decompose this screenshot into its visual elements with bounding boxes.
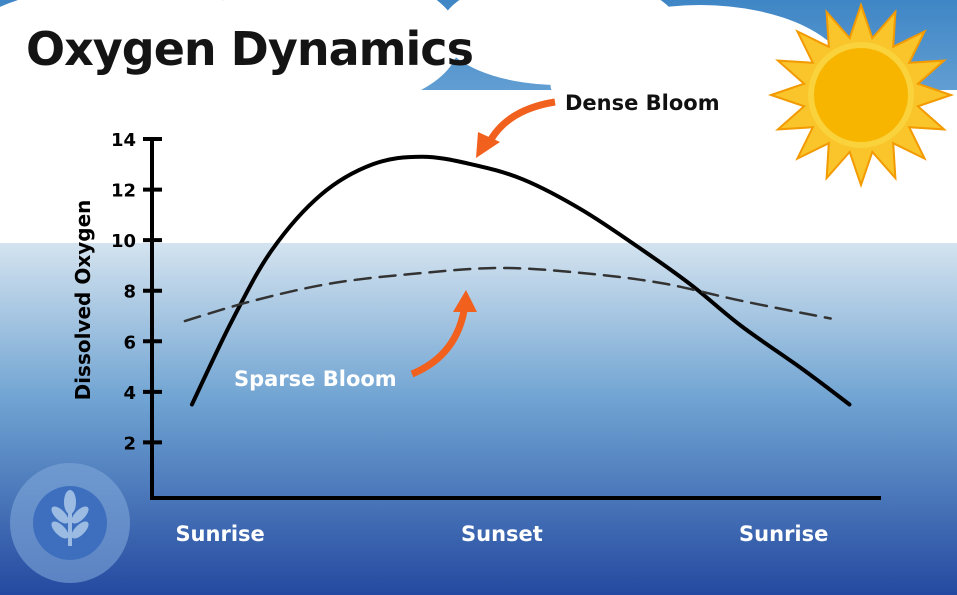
y-tick-label: 2 [123,433,136,454]
y-tick-label: 8 [123,282,136,303]
y-tick-label: 4 [123,383,136,404]
water-background [0,243,957,595]
sun-icon [767,1,955,189]
y-tick-label: 10 [111,231,136,252]
arrowhead-dense-bloom [476,132,500,158]
x-tick-label: Sunset [461,522,543,546]
y-tick-label: 12 [111,181,136,202]
arrow-sparse-bloom [410,304,469,378]
chart-title: Oxygen Dynamics [26,22,474,76]
series-line-dense-bloom [189,154,852,407]
annotation-dense-bloom: Dense Bloom [565,91,720,115]
axes [150,137,881,500]
annotation-sparse-bloom: Sparse Bloom [234,367,397,391]
y-axis-label: Dissolved Oxygen [71,200,95,401]
y-tick-label: 6 [123,332,136,353]
wheat-logo-icon [10,463,130,583]
x-tick-label: Sunrise [739,522,828,546]
arrowhead-sparse-bloom [453,290,477,312]
y-tick-label: 14 [111,130,136,151]
x-tick-label: Sunrise [175,522,264,546]
annotations: Dense Bloom Sparse Bloom [234,91,720,391]
